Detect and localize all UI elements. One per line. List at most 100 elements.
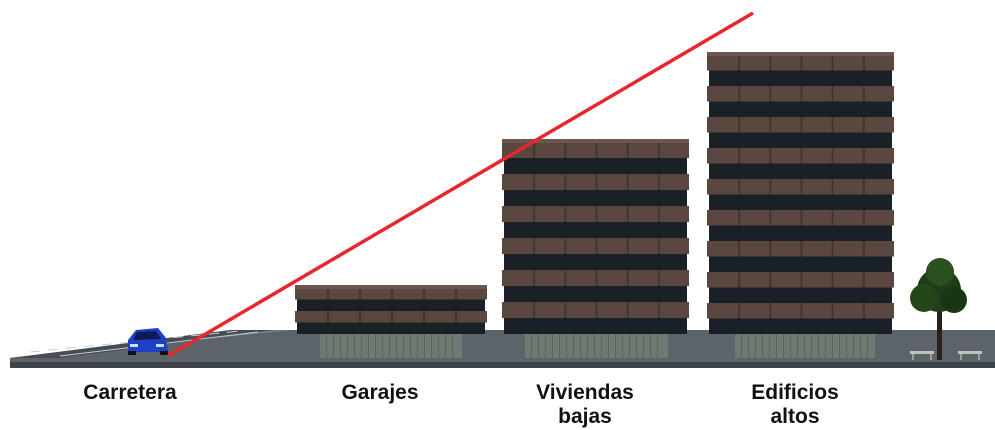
podium-column xyxy=(853,334,854,358)
facade-panel-joint xyxy=(626,302,629,318)
facade-panel-joint xyxy=(800,272,803,288)
facade-panel-joint xyxy=(533,142,536,158)
podium-column xyxy=(368,334,369,358)
facade-panel-joint xyxy=(800,241,803,257)
facade-panel-joint xyxy=(626,142,629,158)
podium-column xyxy=(601,334,602,358)
facade-panel-joint xyxy=(800,55,803,71)
podium-column xyxy=(846,334,847,358)
building-podium xyxy=(525,334,668,358)
facade-panel-joint xyxy=(657,174,660,190)
podium-column xyxy=(594,334,595,358)
facade-panel-joint xyxy=(862,148,865,164)
facade-panel-joint xyxy=(533,206,536,222)
facade-panel-joint xyxy=(626,238,629,254)
facade-panel-joint xyxy=(564,174,567,190)
floor-glazing xyxy=(504,285,687,302)
facade-panel-joint xyxy=(800,117,803,133)
tree-icon xyxy=(910,258,967,360)
podium-column xyxy=(804,334,805,358)
facade-panel-joint xyxy=(769,86,772,102)
podium-column xyxy=(531,334,532,358)
podium-column xyxy=(790,334,791,358)
facade-panel-joint xyxy=(595,270,598,286)
facade-panel-joint xyxy=(862,117,865,133)
facade-panel-joint xyxy=(738,272,741,288)
facade-panel-joint xyxy=(769,148,772,164)
facade-panel-joint xyxy=(800,179,803,195)
facade-panel-joint xyxy=(738,55,741,71)
facade-panel-joint xyxy=(595,206,598,222)
facade-panel-joint xyxy=(359,311,361,323)
label-tall-buildings-line2: altos xyxy=(770,405,820,428)
facade-panel-joint xyxy=(769,272,772,288)
facade-panel-joint xyxy=(800,86,803,102)
podium-column xyxy=(825,334,826,358)
podium-column xyxy=(811,334,812,358)
facade-panel-joint xyxy=(455,311,457,323)
podium-column xyxy=(396,334,397,358)
floor-glazing xyxy=(504,221,687,238)
label-road: Carretera xyxy=(83,381,177,404)
podium-column xyxy=(587,334,588,358)
bench-icon xyxy=(958,351,982,360)
podium-column xyxy=(741,334,742,358)
facade-panel-joint xyxy=(595,174,598,190)
facade-panel-joint xyxy=(359,288,361,300)
podium-column xyxy=(347,334,348,358)
floor-glazing xyxy=(709,100,892,117)
facade-panel-joint xyxy=(657,238,660,254)
podium-column xyxy=(340,334,341,358)
floor-glazing xyxy=(504,253,687,270)
facade-panel-joint xyxy=(564,142,567,158)
podium-column xyxy=(860,334,861,358)
facade-panel-joint xyxy=(391,311,393,323)
facade-panel-joint xyxy=(800,303,803,319)
facade-panel-joint xyxy=(769,210,772,226)
facade-panel-joint xyxy=(769,179,772,195)
label-low-housing: Viviendas bajas xyxy=(510,381,660,429)
facade-panel-joint xyxy=(769,55,772,71)
facade-panel-joint xyxy=(769,241,772,257)
podium-column xyxy=(839,334,840,358)
facade-panel-joint xyxy=(564,206,567,222)
facade-panel-joint xyxy=(595,238,598,254)
podium-column xyxy=(762,334,763,358)
facade-panel-joint xyxy=(862,55,865,71)
floor-glazing xyxy=(709,255,892,272)
podium-column xyxy=(361,334,362,358)
facade-panel-joint xyxy=(738,148,741,164)
facade-panel-joint xyxy=(533,302,536,318)
podium-column xyxy=(333,334,334,358)
floor-glazing xyxy=(709,69,892,86)
floor-glazing xyxy=(297,299,485,311)
facade-panel-joint xyxy=(657,302,660,318)
podium-column xyxy=(650,334,651,358)
podium-column xyxy=(552,334,553,358)
podium-column xyxy=(375,334,376,358)
facade-panel-joint xyxy=(533,270,536,286)
podium-column xyxy=(431,334,432,358)
floor-glazing xyxy=(709,317,892,334)
facade-panel-joint xyxy=(564,302,567,318)
tall-building xyxy=(707,52,894,358)
facade-panel-joint xyxy=(831,117,834,133)
podium-column xyxy=(636,334,637,358)
label-low-housing-line1: Viviendas xyxy=(536,381,634,404)
facade-panel-joint xyxy=(738,86,741,102)
facade-panel-joint xyxy=(391,288,393,300)
facade-panel-joint xyxy=(831,86,834,102)
facade-panel-joint xyxy=(657,142,660,158)
facade-panel-joint xyxy=(327,288,329,300)
facade-panel-joint xyxy=(626,174,629,190)
roof-cap xyxy=(295,285,487,289)
facade-panel-joint xyxy=(862,303,865,319)
podium-column xyxy=(354,334,355,358)
facade-panel-joint xyxy=(800,210,803,226)
facade-panel-joint xyxy=(626,206,629,222)
roof-cap xyxy=(502,139,689,143)
podium-column xyxy=(643,334,644,358)
podium-column xyxy=(452,334,453,358)
podium-column xyxy=(559,334,560,358)
